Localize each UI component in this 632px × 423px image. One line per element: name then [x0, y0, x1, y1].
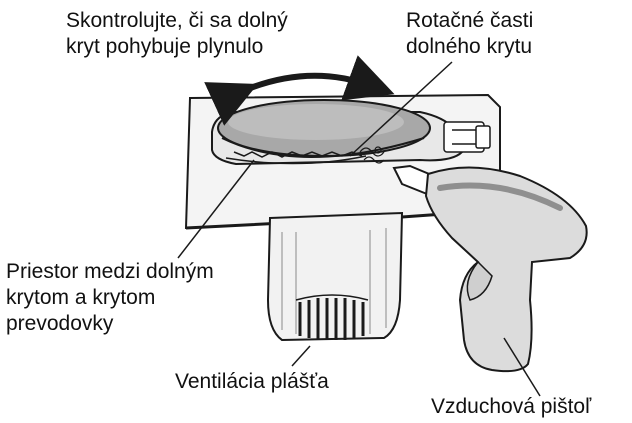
leader-lines — [177, 61, 541, 397]
ventilation-label: Ventilácia plášťa — [175, 369, 329, 395]
air-gun-trigger — [466, 260, 493, 301]
gap-line-2: krytom a krytom — [6, 286, 156, 309]
guard-bracket — [443, 121, 491, 153]
ventilation-slots — [298, 298, 365, 340]
guard-gap-line — [225, 155, 367, 165]
lower-guard-rim — [221, 137, 425, 158]
check-cover-line-1: Skontrolujte, či sa dolný — [66, 9, 288, 32]
rotating-edge — [233, 151, 363, 158]
vent-cap — [295, 294, 369, 301]
rotating-parts-line-1: Rotačné časti — [406, 9, 534, 32]
housing-ribs — [281, 228, 387, 334]
ventilation-line-1: Ventilácia plášťa — [175, 370, 329, 393]
rotating-parts-line-2: dolného krytu — [406, 35, 533, 58]
rotation-arrow — [204, 55, 395, 126]
rotating-parts-label: Rotačné časti dolného krytu — [406, 8, 533, 60]
air-gun-shading — [437, 182, 563, 211]
dust-puff — [359, 146, 385, 164]
gap-line-1: Priestor medzi dolným — [6, 260, 214, 283]
gap-label: Priestor medzi dolným krytom a krytom pr… — [6, 259, 214, 337]
gap-line-3: prevodovky — [6, 312, 114, 335]
check-cover-label: Skontrolujte, či sa dolný kryt pohybuje … — [66, 8, 288, 60]
check-cover-line-2: kryt pohybuje plynulo — [66, 35, 264, 58]
lower-guard-highlight — [228, 104, 404, 140]
air-gun-line-1: Vzduchová pištoľ — [431, 395, 592, 418]
air-gun-body — [424, 166, 588, 373]
air-gun-label: Vzduchová pištoľ — [431, 394, 591, 420]
